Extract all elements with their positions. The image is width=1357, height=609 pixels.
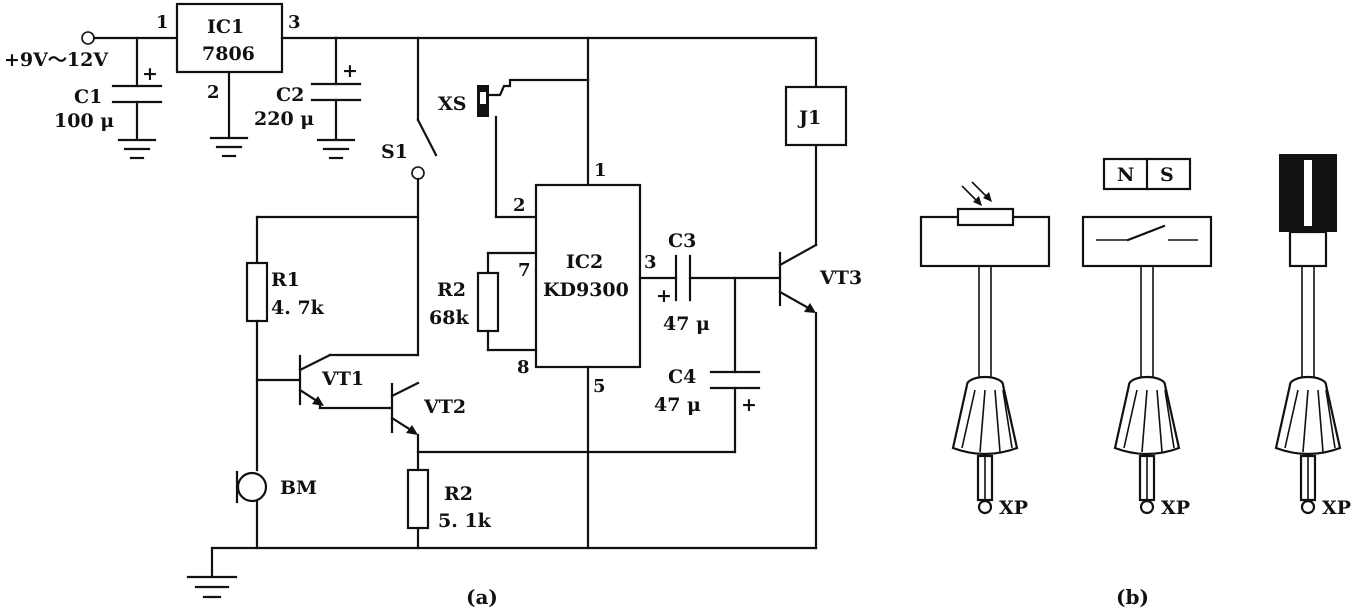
- r2b-value: 5. 1k: [438, 510, 492, 532]
- supply-terminal: [81, 31, 95, 45]
- power-supply: +9V～12V + C1 100 μ IC1 7806 1 2 3: [4, 2, 818, 160]
- plug-label: XP: [999, 497, 1028, 519]
- ic2-pin-1: 1: [594, 160, 607, 181]
- ic1-box: [175, 2, 284, 74]
- ic2-pin-5: 5: [593, 376, 606, 397]
- plug-label: XP: [1161, 497, 1190, 519]
- bm-name: BM: [280, 477, 317, 499]
- relay-driver: J1 VT3: [778, 36, 862, 550]
- light-arrow-icon: [983, 192, 992, 202]
- vt1-name: VT1: [321, 368, 364, 390]
- vt3-name: VT3: [819, 267, 862, 289]
- probe-reed-switch: N S XP: [1081, 157, 1213, 519]
- vt3-emitter-arrow: [804, 303, 816, 313]
- r2-emitter-resistor: [406, 468, 430, 530]
- vt2-name: VT2: [423, 396, 466, 418]
- r1-name: R1: [271, 269, 300, 291]
- ic2-pin-8: 8: [517, 357, 530, 378]
- r2a-value: 68k: [429, 307, 469, 329]
- preamp-stage: R1 4. 7k VT1 VT2 BM R2 5. 1k: [235, 215, 737, 550]
- ic1-pin-gnd: 2: [207, 82, 220, 103]
- c1-polarity: +: [142, 63, 158, 85]
- probe-wire-contact: XP: [1274, 154, 1351, 519]
- ic2-pin-3: 3: [644, 252, 657, 273]
- plug-label: XP: [1322, 497, 1351, 519]
- ic1-pin-in: 1: [156, 12, 169, 33]
- caption-b: (b): [1116, 585, 1149, 609]
- ic2-pin-7: 7: [518, 260, 531, 281]
- r1-resistor: [245, 261, 269, 323]
- reed-switch-icon: [1126, 224, 1166, 242]
- r2a-name: R2: [437, 279, 466, 301]
- r2b-name: R2: [444, 483, 473, 505]
- c2-name: C2: [276, 84, 304, 106]
- c4-value: 47 μ: [654, 394, 701, 416]
- ic2-box: [534, 183, 642, 369]
- vt1-emitter-arrow: [312, 396, 324, 406]
- magnet-north: N: [1117, 164, 1134, 186]
- c4-polarity: +: [741, 394, 757, 416]
- ic1-part: 7806: [202, 43, 255, 65]
- ic2-pin-2: 2: [513, 195, 526, 216]
- ic1-name: IC1: [207, 16, 244, 38]
- r1-value: 4. 7k: [271, 297, 325, 319]
- c1-value: 100 μ: [54, 110, 114, 132]
- c2-polarity: +: [342, 60, 358, 82]
- s1-name: S1: [381, 141, 408, 163]
- supply-label: +9V～12V: [4, 49, 109, 71]
- switch-s1: S1: [381, 36, 438, 357]
- c3-name: C3: [668, 230, 696, 252]
- c2-value: 220 μ: [254, 108, 314, 130]
- caption-a: (a): [466, 585, 498, 609]
- light-arrow-icon: [973, 196, 982, 206]
- ground-rail: [186, 546, 818, 599]
- vt2-emitter-arrow: [406, 425, 418, 435]
- ground-symbol: [117, 138, 157, 160]
- ic2-section: XS IC2 KD9300 1 2 7 8 5 3 R2 68k C3 + 47…: [429, 36, 782, 550]
- magnet-south: S: [1160, 164, 1174, 186]
- ground-symbol: [316, 138, 356, 160]
- r2-timing-resistor: [476, 271, 500, 333]
- ground-symbol: [209, 136, 249, 158]
- c3-polarity: +: [656, 285, 672, 307]
- c3-value: 47 μ: [663, 313, 710, 335]
- microphone-bm: [236, 471, 268, 503]
- c4-name: C4: [668, 366, 696, 388]
- probe-photoresistor: XP: [919, 181, 1051, 519]
- j1-name: J1: [797, 107, 821, 129]
- ic2-part: KD9300: [543, 279, 629, 301]
- ic2-name: IC2: [566, 251, 603, 273]
- photoresistor-icon: [956, 207, 1015, 227]
- xs-name: XS: [438, 93, 466, 115]
- ic1-pin-out: 3: [288, 12, 301, 33]
- c1-name: C1: [74, 86, 102, 108]
